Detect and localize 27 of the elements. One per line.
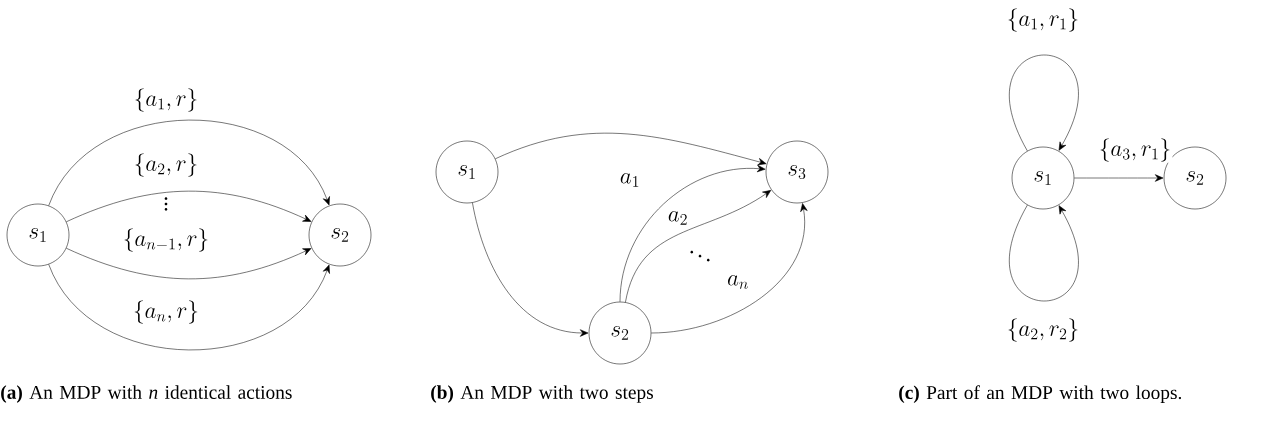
edge-label: $\{a_2, r\}$ [132, 152, 200, 178]
arrow [48, 264, 330, 351]
edge-label: $\{a_1, r\}$ [132, 87, 200, 113]
edge-label: $\{a_{n-1}, r\}$ [121, 227, 211, 253]
edge-label: $\{a_2, r_2\}$ [1005, 317, 1081, 343]
arrow [66, 190, 312, 223]
edge-label: $\{a_3, r_1\}$ [1097, 137, 1173, 163]
arrow [1009, 204, 1079, 302]
figure-caption: (a) An MDP with n identical actions [1, 385, 292, 403]
arrow [472, 202, 589, 337]
edge-label: $\{a_1, r_1\}$ [1005, 7, 1081, 33]
arrow [1074, 174, 1164, 182]
ellipsis-mark: $\vdots$ [164, 197, 168, 211]
arrow [48, 119, 330, 206]
arrow [625, 190, 772, 303]
arrow [619, 164, 766, 302]
arrow [66, 247, 312, 280]
edge-label: $a_n$ [725, 274, 751, 291]
edge-label: $\{a_n, r\}$ [131, 299, 201, 325]
edge-label: $a_2$ [666, 210, 690, 227]
arrow [651, 203, 808, 334]
arrow [1009, 54, 1079, 152]
edge-label: $a_1$ [618, 172, 642, 189]
figure-caption: (c) Part of an MDP with two loops. [899, 385, 1182, 403]
arrow [495, 132, 767, 166]
figure-caption: (b) An MDP with two steps [431, 385, 653, 403]
ellipsis-mark: $\ddots$ [690, 250, 710, 262]
